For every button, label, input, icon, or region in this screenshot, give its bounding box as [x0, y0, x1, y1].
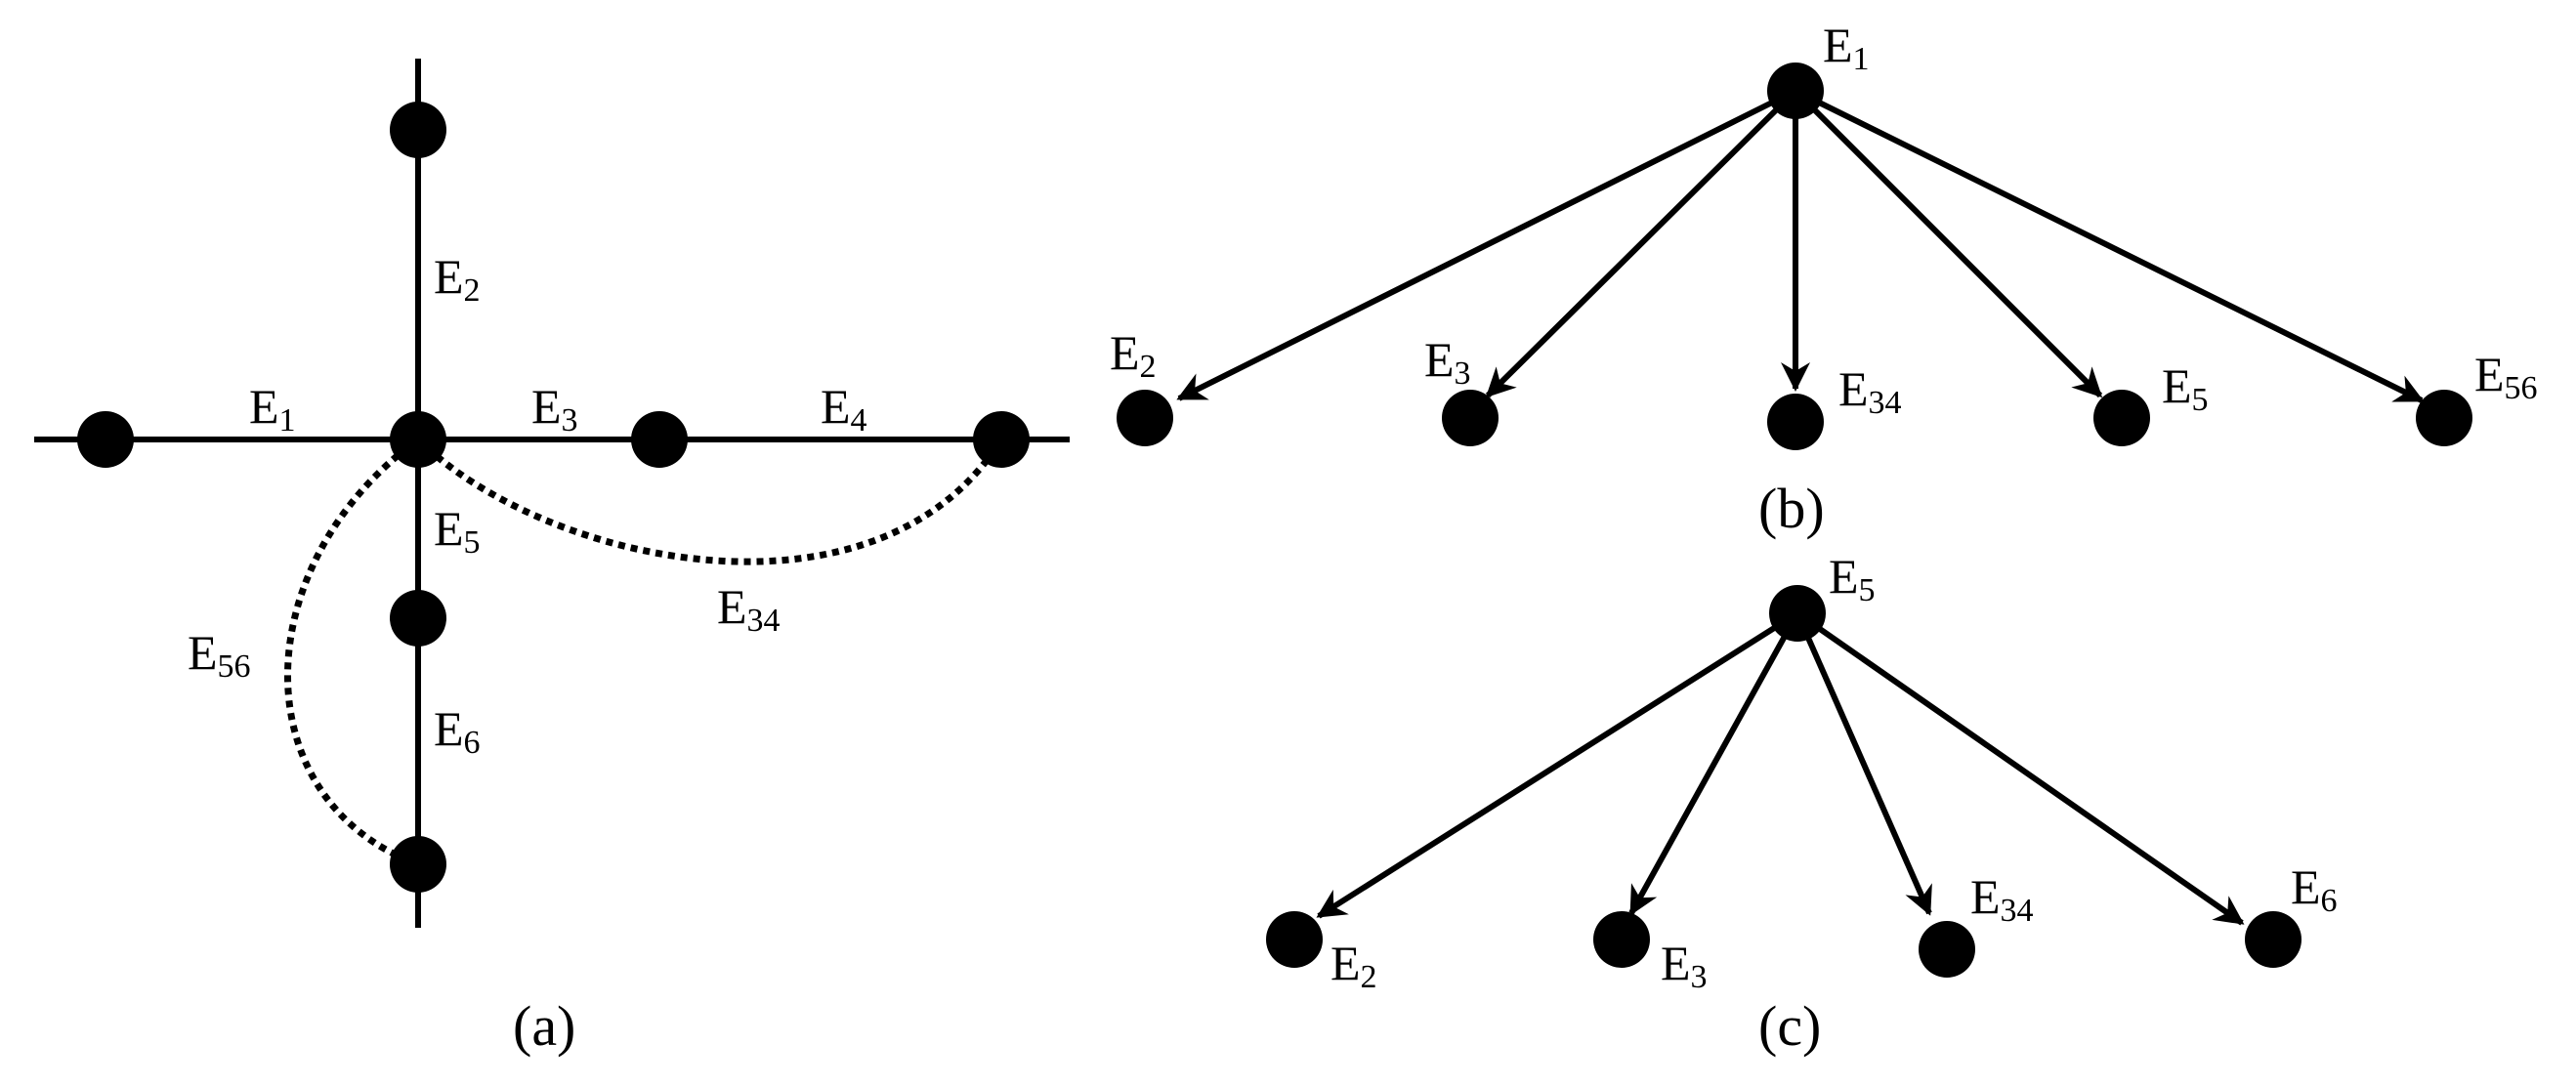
- label-b-e3: E3: [1424, 332, 1471, 392]
- caption-a: (a): [513, 994, 575, 1058]
- label-b-e56: E56: [2474, 347, 2538, 406]
- arrow-e1-to-e2: [1176, 88, 1797, 401]
- caption-b: (b): [1758, 477, 1825, 540]
- node-b-e56: [2416, 390, 2472, 446]
- node-b-e3: [1442, 390, 1499, 446]
- dotted-edge-e56: [284, 437, 421, 868]
- label-e6: E6: [434, 701, 481, 761]
- node-c-e34: [1919, 921, 1975, 978]
- label-e3: E3: [531, 379, 578, 439]
- node-top: [390, 102, 446, 158]
- arrow-e5-to-e6: [1795, 610, 2245, 926]
- label-c-e3: E3: [1661, 936, 1708, 995]
- panel-c: E5 E2 E3 E34 E6 (c): [1266, 549, 2338, 1058]
- label-e1: E1: [249, 379, 296, 439]
- label-e34: E34: [717, 579, 781, 639]
- label-c-e2: E2: [1330, 936, 1377, 995]
- arrow-e1-to-e5: [1793, 88, 2103, 398]
- panel-b: E1 E2 E3 E34 E5 E56 (b): [1110, 18, 2538, 540]
- arrow-e5-to-e2: [1316, 610, 1799, 919]
- node-b-e5: [2093, 390, 2150, 446]
- panel-a: E2 E1 E3 E4 E5 E34 E56 E6 (a): [34, 59, 1070, 1058]
- arrow-e1-to-e56: [1794, 88, 2425, 403]
- label-e56: E56: [188, 625, 251, 685]
- node-b-e2: [1117, 390, 1173, 446]
- node-lower: [390, 590, 446, 647]
- node-b-e1: [1767, 63, 1824, 119]
- arrow-e5-to-e3: [1628, 611, 1800, 916]
- node-center: [390, 411, 446, 468]
- label-b-e34: E34: [1838, 361, 1902, 421]
- node-c-e5: [1769, 585, 1826, 642]
- node-middle-right: [631, 411, 688, 468]
- node-b-e34: [1767, 394, 1824, 450]
- label-c-root-e5: E5: [1829, 549, 1876, 608]
- node-right: [973, 411, 1030, 468]
- label-b-e5: E5: [2162, 358, 2209, 418]
- node-left: [77, 411, 134, 468]
- label-c-e34: E34: [1970, 869, 2034, 929]
- label-e4: E4: [821, 379, 867, 439]
- arrow-e5-to-e34: [1795, 611, 1932, 916]
- label-b-root-e1: E1: [1823, 18, 1870, 77]
- dotted-edge-e34: [415, 437, 1004, 565]
- node-c-e6: [2245, 911, 2302, 968]
- node-c-e3: [1593, 911, 1650, 968]
- node-bottom: [390, 836, 446, 893]
- label-b-e2: E2: [1110, 325, 1157, 385]
- node-c-e2: [1266, 911, 1323, 968]
- label-e2: E2: [434, 249, 481, 309]
- arrow-e1-to-e3: [1485, 88, 1798, 398]
- label-c-e6: E6: [2291, 859, 2338, 919]
- label-e5: E5: [434, 501, 481, 561]
- caption-c: (c): [1758, 994, 1821, 1058]
